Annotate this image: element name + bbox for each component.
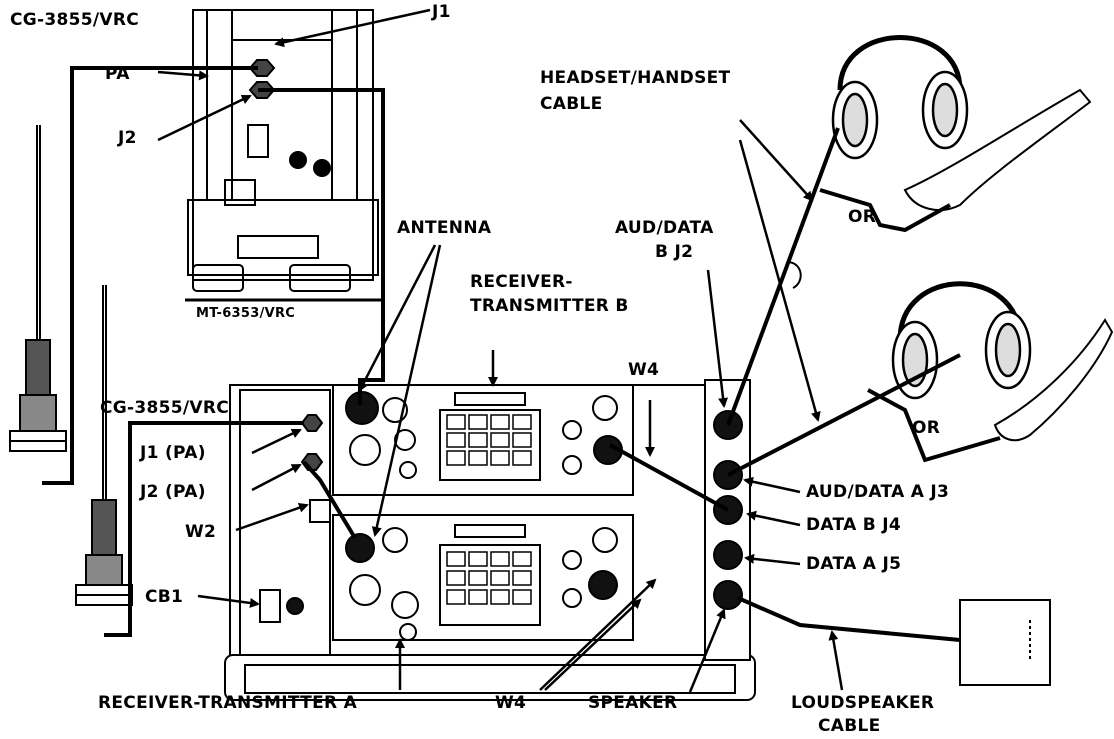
label-cg3855-mid: CG-3855/VRC: [100, 398, 230, 418]
label-or-bottom: OR: [912, 418, 941, 438]
label-receiver-transmitter-b-line1: RECEIVER-: [470, 272, 573, 292]
label-j2: J2: [118, 128, 137, 148]
label-receiver-transmitter-b-line2: TRANSMITTER B: [470, 296, 629, 316]
label-j1: J1: [432, 2, 451, 22]
label-j1-pa: J1 (PA): [140, 443, 206, 463]
label-pa: PA: [105, 64, 130, 84]
label-j2-pa: J2 (PA): [140, 482, 206, 502]
label-aud-data-b-line1: AUD/DATA: [615, 218, 714, 238]
label-speaker: SPEAKER: [588, 693, 678, 713]
label-or-top: OR: [848, 207, 877, 227]
receiver-transmitter-b: [332, 384, 634, 496]
label-loudspeaker-line2: CABLE: [818, 716, 881, 736]
antenna-lower: [75, 285, 133, 606]
label-w4-bottom: W4: [495, 693, 527, 713]
label-w4-top: W4: [628, 360, 660, 380]
label-receiver-transmitter-a: RECEIVER-TRANSMITTER A: [98, 693, 358, 713]
leader-arrows: [157, 8, 844, 693]
keypad-b: [446, 414, 532, 466]
headset-top: [831, 35, 969, 160]
label-antenna: ANTENNA: [397, 218, 492, 238]
keypad-a: [446, 551, 532, 605]
label-headset-handset-line2: CABLE: [540, 94, 603, 114]
label-cb1: CB1: [145, 587, 184, 607]
label-loudspeaker-line1: LOUDSPEAKER: [791, 693, 935, 713]
loudspeaker: [959, 599, 1051, 686]
label-data-b-j4: DATA B J4: [806, 515, 902, 535]
headset-bottom: [891, 281, 1032, 400]
label-w2: W2: [185, 522, 217, 542]
handset-bottom: [993, 318, 1114, 442]
label-data-a-j5: DATA A J5: [806, 554, 902, 574]
label-headset-handset-line1: HEADSET/HANDSET: [540, 68, 731, 88]
antenna-upper: [9, 125, 67, 452]
label-aud-data-b-line2: B J2: [655, 242, 694, 262]
cable-hump: [786, 261, 802, 289]
label-aud-data-a-j3: AUD/DATA A J3: [806, 482, 950, 502]
mount-mt6353: [185, 9, 385, 302]
label-cg3855-top: CG-3855/VRC: [10, 10, 140, 30]
label-mt6353: MT-6353/VRC: [196, 306, 296, 321]
